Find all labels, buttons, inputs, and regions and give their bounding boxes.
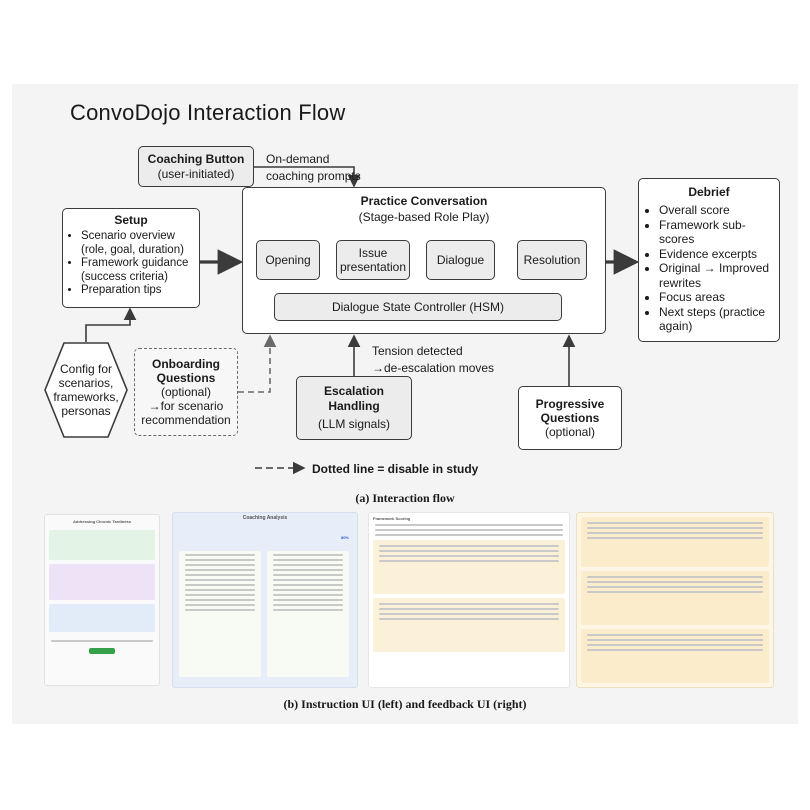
debrief-item: Next steps (practice again) xyxy=(659,305,771,334)
on-demand-label: On-demand coaching prompts xyxy=(266,152,361,184)
setup-node: Setup Scenario overview (role, goal, dur… xyxy=(62,208,200,308)
coaching-thumb-title: Coaching Analysis xyxy=(242,515,288,521)
onboarding-sub1: (optional) xyxy=(160,385,212,399)
practice-sub: (Stage-based Role Play) xyxy=(358,210,490,224)
escalation-handling-node: Escalation Handling (LLM signals) xyxy=(296,376,412,440)
setup-item: Framework guidance (success criteria) xyxy=(81,257,193,284)
progressive-title: Progressive Questions xyxy=(535,397,605,425)
framework-thumb-title: Framework Scoring xyxy=(373,516,411,521)
debrief-item: Original → Improved rewrites xyxy=(659,261,771,290)
debrief-item: Overall score xyxy=(659,203,771,218)
stage-resolution: Resolution xyxy=(517,240,587,280)
coaching-button-title: Coaching Button xyxy=(147,151,245,166)
debrief-item: Focus areas xyxy=(659,290,771,305)
instruction-thumb-title: Addressing Chronic Tardiness xyxy=(73,519,131,524)
config-hexagon-shape xyxy=(44,342,128,438)
legend-text: Dotted line = disable in study xyxy=(312,462,479,476)
stage-opening: Opening xyxy=(256,240,320,280)
debrief-item: Framework sub-scores xyxy=(659,218,771,247)
coaching-thumb-score: 80% xyxy=(340,535,349,540)
setup-item: Preparation tips xyxy=(81,284,193,298)
debrief-title: Debrief xyxy=(688,185,730,199)
coaching-button-node: Coaching Button (user-initiated) xyxy=(138,146,254,187)
coaching-analysis-thumbnail: Coaching Analysis 80% xyxy=(172,512,358,688)
escalation-title: Escalation Handling xyxy=(323,384,385,413)
stage-issue-presentation: Issue presentation xyxy=(336,240,410,280)
instruction-ui-thumbnail: Addressing Chronic Tardiness xyxy=(44,514,160,686)
stage-dialogue: Dialogue xyxy=(426,240,495,280)
dialogue-state-controller: Dialogue State Controller (HSM) xyxy=(274,293,562,321)
tension-line1: Tension detected xyxy=(372,344,463,358)
practice-title: Practice Conversation xyxy=(360,194,488,208)
escalation-sub: (LLM signals) xyxy=(317,417,391,431)
on-demand-line2: coaching prompts xyxy=(266,169,361,183)
caption-b: (b) Instruction UI (left) and feedback U… xyxy=(283,697,527,711)
setup-title: Setup xyxy=(114,213,148,227)
onboarding-questions-node: Onboarding Questions (optional) →for sce… xyxy=(134,348,238,436)
coaching-button-sub: (user-initiated) xyxy=(157,166,235,181)
caption-a: (a) Interaction flow xyxy=(355,491,455,505)
tension-label: Tension detected →de-escalation moves xyxy=(372,344,494,376)
progressive-questions-node: Progressive Questions (optional) xyxy=(518,386,622,450)
on-demand-line1: On-demand xyxy=(266,152,330,166)
setup-item: Scenario overview (role, goal, duration) xyxy=(81,230,193,257)
debrief-item: Evidence excerpts xyxy=(659,247,771,262)
onboarding-sub2: →for scenario recommendation xyxy=(141,399,231,427)
framework-scoring-thumbnail: Framework Scoring xyxy=(368,512,570,688)
detailed-feedback-thumbnail xyxy=(576,512,774,688)
config-node-text: Config for scenarios, frameworks, person… xyxy=(53,362,119,418)
onboarding-title: Onboarding Questions xyxy=(152,357,220,385)
debrief-node: Debrief Overall score Framework sub-scor… xyxy=(638,178,780,342)
diagram-title: ConvoDojo Interaction Flow xyxy=(70,100,346,125)
tension-line2: →de-escalation moves xyxy=(372,361,495,375)
progressive-sub: (optional) xyxy=(544,425,596,439)
